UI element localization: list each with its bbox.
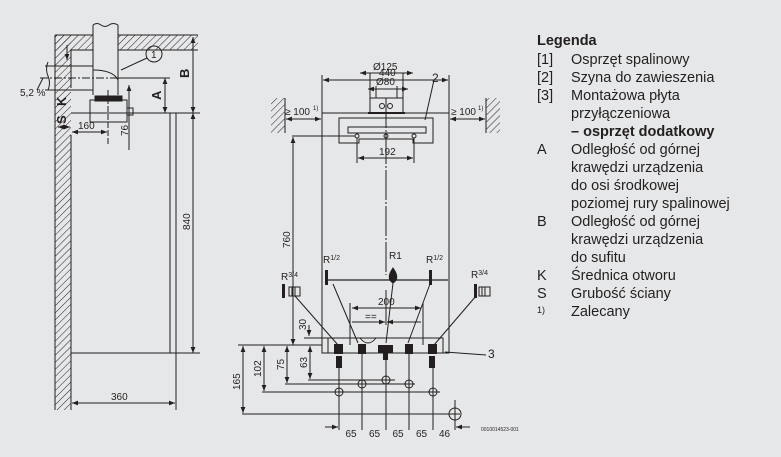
- conn-r34-right-label: R3/4: [471, 270, 488, 281]
- legend-line: Zalecany: [571, 304, 630, 320]
- dim-840-label: 840: [182, 213, 193, 230]
- clearance-left-label: ≥ 100: [285, 107, 310, 118]
- legend-line: Odległość od górnej: [571, 142, 700, 158]
- dim-d125-label: Ø125: [373, 62, 398, 73]
- dim-160-label: 160: [78, 121, 95, 132]
- document-id: 0010014523-001: [481, 427, 519, 433]
- dim-200-label: 200: [378, 297, 395, 308]
- conn-r34-left-label: R3/4: [281, 272, 298, 283]
- legend-item: [2] Szyna do zawieszenia: [537, 69, 730, 87]
- legend-line: przyłączeniowa: [571, 106, 671, 122]
- gas-flame-icon: [388, 267, 398, 284]
- legend-line: Odległość od górnej: [571, 214, 700, 230]
- legend-line: krawędzi urządzenia: [571, 232, 704, 248]
- legend-item: B Odległość od górnej krawędzi urządzenia d…: [537, 213, 730, 267]
- clearance-right-footnote: 1): [478, 106, 483, 112]
- legend-key: B: [537, 214, 547, 230]
- slope-label: 5,2 %: [20, 88, 46, 99]
- wall-hatch: [55, 35, 71, 410]
- legend-item: [1] Osprzęt spalinowy: [537, 51, 730, 69]
- bottom-spacing-label: 46: [439, 429, 451, 440]
- dim-A-label: A: [149, 90, 164, 100]
- dim-75-label: 75: [276, 358, 287, 370]
- legend-text: Montażowa płyta przyłączeniowa – osprzęt d…: [571, 87, 730, 141]
- legend-item: A Odległość od górnej krawędzi urządzenia d…: [537, 141, 730, 213]
- left-wall-hatch: [271, 98, 285, 133]
- dim-B-label: B: [177, 69, 192, 78]
- right-wall-hatch: [486, 98, 500, 133]
- dim-360-label: 360: [111, 392, 128, 403]
- legend-key: K: [537, 268, 547, 284]
- dim-192-label: 192: [379, 147, 396, 158]
- thermometer-right-icon: [474, 284, 477, 298]
- bottom-spacing-label: 65: [416, 429, 428, 440]
- legend-key: A: [537, 142, 547, 158]
- clearance-right-label: ≥ 100: [451, 107, 476, 118]
- tap-right-icon: [429, 270, 432, 285]
- legend-line: Grubość ściany: [571, 286, 671, 302]
- legend-text: Szyna do zawieszenia: [571, 69, 730, 87]
- legend-text: Odległość od górnej krawędzi urządzenia do…: [571, 141, 730, 213]
- legend-text: Grubość ściany: [571, 285, 730, 303]
- legend-title: Legenda: [537, 33, 597, 49]
- dim-63-label: 63: [299, 356, 310, 368]
- dim-d80-label: Ø80: [376, 77, 395, 88]
- dim-76-label: 76: [120, 124, 131, 136]
- dim-K-label: K: [54, 96, 69, 106]
- legend-key: S: [537, 286, 547, 302]
- clearance-left-footnote: 1): [313, 106, 318, 112]
- legend-key: 1): [537, 305, 546, 315]
- dim-30-label: 30: [298, 318, 309, 330]
- conn-r1-label: R1: [389, 251, 402, 262]
- legend-key: [1]: [537, 52, 554, 68]
- legend-text: Zalecany: [571, 303, 730, 321]
- equal-mark-label: ==: [365, 312, 377, 323]
- tap-left-icon: [325, 270, 328, 285]
- legend-key: [3]: [537, 88, 554, 104]
- conn-r12-left-label: R1/2: [323, 255, 340, 266]
- conn-r12-right-label: R1/2: [426, 255, 443, 266]
- callout-2-label: 2: [432, 71, 439, 85]
- legend-text: Średnica otworu: [571, 267, 730, 285]
- bottom-spacing-label: 65: [369, 429, 381, 440]
- legend-item: S Grubość ściany: [537, 285, 730, 303]
- legend: Legenda [1] Osprzęt spalinowy [2] Szyna do …: [537, 32, 730, 321]
- legend-line: Osprzęt spalinowy: [571, 52, 690, 68]
- ceiling-hatch: [55, 35, 93, 50]
- legend-line: do osi środkowej: [571, 178, 679, 194]
- gas-outlet-circle: [448, 407, 462, 421]
- legend-text: Odległość od górnej krawędzi urządzenia do…: [571, 213, 730, 267]
- legend-line: poziomej rury spalinowej: [571, 196, 730, 212]
- side-view: [36, 23, 200, 410]
- dim-S-label: S: [54, 115, 69, 124]
- legend-text: Osprzęt spalinowy: [571, 51, 730, 69]
- legend-line: do sufitu: [571, 250, 626, 266]
- legend-item: 1) Zalecany: [537, 303, 730, 321]
- bottom-spacing-label: 65: [393, 429, 405, 440]
- legend-line: Szyna do zawieszenia: [571, 70, 715, 86]
- bottom-spacing-label: 65: [346, 429, 358, 440]
- thermometer-left-icon: [282, 284, 285, 298]
- legend-key: [2]: [537, 70, 554, 86]
- callout-1-circle: [145, 45, 163, 63]
- dim-102-label: 102: [253, 360, 264, 377]
- legend-line-bold: – osprzęt dodatkowy: [571, 124, 715, 140]
- legend-items: [1] Osprzęt spalinowy [2] Szyna do zawiesze…: [537, 51, 730, 321]
- dim-760-label: 760: [282, 231, 293, 248]
- legend-item: K Średnica otworu: [537, 267, 730, 285]
- callout-3-label: 3: [488, 347, 495, 361]
- bottom-spacing-dims: 65 65 65 65 46: [346, 429, 451, 440]
- front-view: [238, 70, 500, 430]
- legend-line: krawędzi urządzenia: [571, 160, 704, 176]
- legend-line: Średnica otworu: [571, 268, 676, 284]
- legend-line: Montażowa płyta: [571, 88, 680, 104]
- dim-440-label: 440: [379, 68, 396, 79]
- dim-165-label: 165: [232, 373, 243, 390]
- callout-1-label: 1: [151, 50, 157, 61]
- legend-item: [3] Montażowa płyta przyłączeniowa – osprzę…: [537, 87, 730, 141]
